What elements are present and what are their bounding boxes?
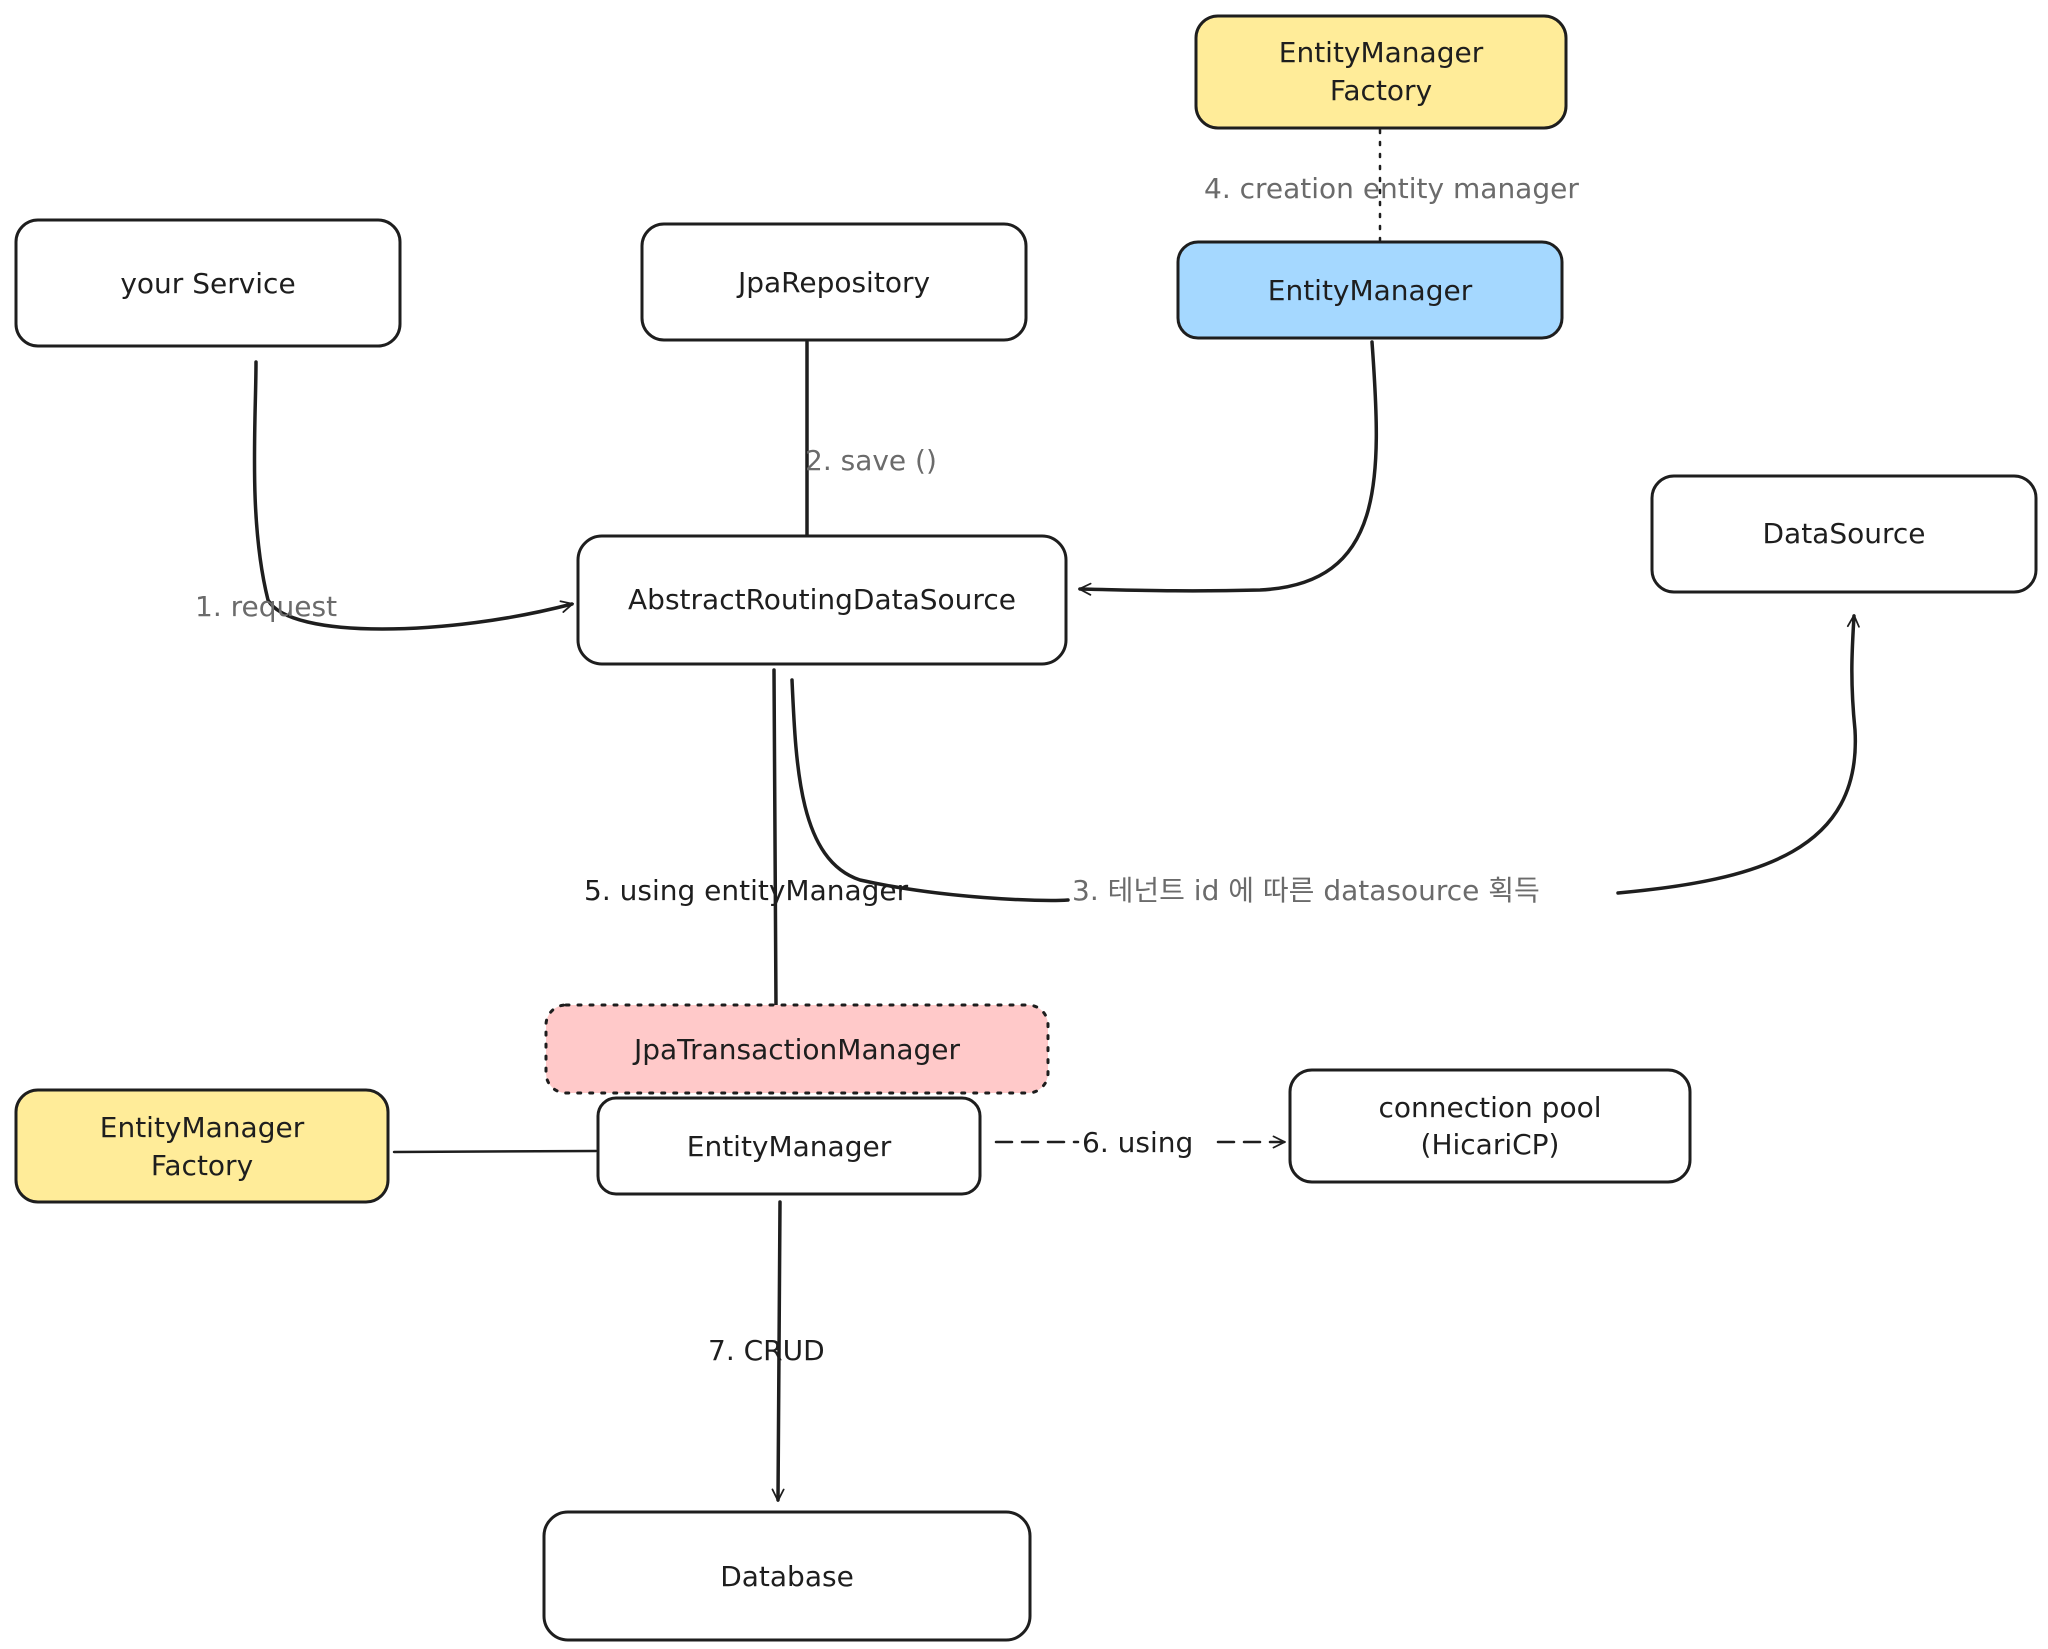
node-entity-manager-top-label: EntityManager (1268, 274, 1473, 307)
node-jpa-repository[interactable]: JpaRepository (640, 222, 1028, 342)
edge-request (252, 360, 572, 631)
edge-label-save: 2. save () (805, 444, 937, 477)
node-entity-manager-bottom-label: EntityManager (687, 1130, 892, 1163)
edge-label-crud: 7. CRUD (708, 1334, 825, 1367)
node-emf-bottom-line1: EntityManager (100, 1111, 305, 1144)
edge-label-using-pool: 6. using (1082, 1126, 1193, 1159)
node-database-label: Database (720, 1560, 854, 1593)
node-database[interactable]: Database (542, 1510, 1032, 1642)
node-connection-pool-line1: connection pool (1379, 1091, 1602, 1124)
node-datasource-label: DataSource (1762, 517, 1925, 550)
edge-emf-to-entity-manager (392, 1149, 598, 1154)
node-your-service-label: your Service (120, 267, 295, 300)
node-emf-bottom[interactable]: EntityManager Factory (14, 1088, 390, 1204)
node-your-service[interactable]: your Service (14, 218, 402, 348)
node-entity-manager-bottom[interactable]: EntityManager (596, 1096, 982, 1196)
node-emf-top-line2: Factory (1330, 74, 1432, 107)
edge-label-request: 1. request (195, 590, 337, 623)
node-jpa-repository-label: JpaRepository (736, 266, 930, 299)
node-abstract-routing-label: AbstractRoutingDataSource (628, 583, 1016, 616)
node-emf-bottom-line2: Factory (151, 1149, 253, 1182)
node-datasource[interactable]: DataSource (1650, 474, 2038, 594)
node-abstract-routing[interactable]: AbstractRoutingDataSource (576, 534, 1068, 666)
node-connection-pool[interactable]: connection pool (HicariCP) (1288, 1068, 1692, 1184)
node-entity-manager-top[interactable]: EntityManager (1176, 240, 1564, 340)
node-jpa-transaction-manager[interactable]: JpaTransactionManager (544, 1003, 1050, 1095)
node-emf-top[interactable]: EntityManager Factory (1194, 14, 1568, 130)
node-connection-pool-line2: (HicariCP) (1421, 1128, 1560, 1161)
edge-crud (778, 1200, 780, 1500)
edge-datasource-lookup (790, 616, 1855, 903)
edge-entity-manager-to-routing (1080, 340, 1379, 591)
edge-label-using-entity-manager: 5. using entityManager (584, 874, 909, 907)
node-jpa-transaction-manager-label: JpaTransactionManager (632, 1033, 961, 1066)
node-emf-top-line1: EntityManager (1279, 36, 1484, 69)
edge-label-datasource-lookup: 3. 테넌트 id 에 따른 datasource 획득 (1072, 874, 1540, 907)
edge-using-entity-manager (772, 668, 778, 1010)
edge-label-creation: 4. creation entity manager (1204, 172, 1579, 205)
